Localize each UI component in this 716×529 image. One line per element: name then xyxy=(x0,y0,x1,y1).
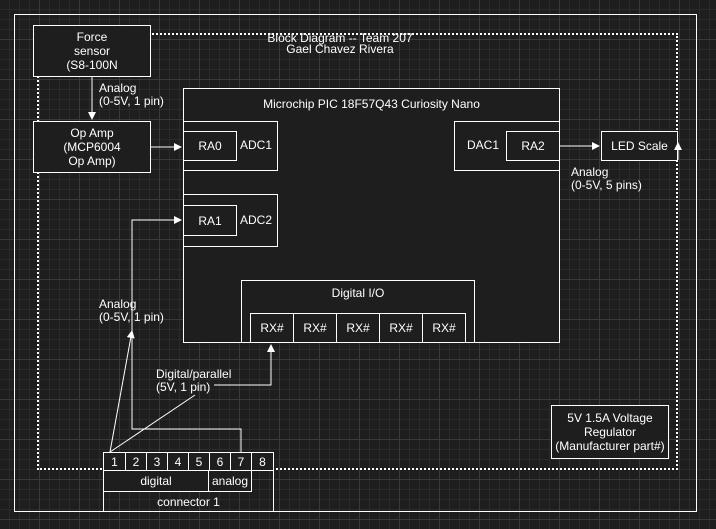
rx-pin-label: RX# xyxy=(389,321,413,335)
digital-io-label: Digital I/O xyxy=(331,286,385,300)
led-scale-label: LED Scale xyxy=(611,139,668,153)
force-sensor-block[interactable]: Force sensor (S8-100N xyxy=(33,25,151,77)
adc1-label: ADC1 xyxy=(240,138,273,152)
dac1-label: DAC1 xyxy=(467,138,500,152)
pin-number: 6 xyxy=(216,454,224,469)
pin-number: 2 xyxy=(132,454,140,469)
wire-connector-to-digital-label xyxy=(109,394,196,453)
led-analog-label: Analog (0-5V, 5 pins) xyxy=(571,165,642,192)
wire-connector-to-analog-label xyxy=(109,330,135,453)
diagram-frame xyxy=(14,14,697,512)
ra1-pin[interactable]: RA1 xyxy=(183,205,237,236)
connector-pin-8[interactable]: 8 xyxy=(251,452,274,471)
led-scale-block[interactable]: LED Scale xyxy=(601,131,678,161)
diagram-title: Block Diagram -- Team 207 Gael Chavez Ri… xyxy=(250,31,430,56)
system-boundary xyxy=(37,33,678,470)
voltage-regulator-block[interactable]: 5V 1.5A Voltage Regulator (Manufacturer … xyxy=(551,405,669,459)
wire-digital-to-rx xyxy=(214,344,275,386)
rx-pin-2[interactable]: RX# xyxy=(293,313,337,343)
force-sensor-label: Force sensor (S8-100N xyxy=(66,30,118,72)
connector-digital-group: digital xyxy=(103,470,209,492)
pin-number: 3 xyxy=(153,454,161,469)
connector-analog-group-label: analog xyxy=(211,474,249,488)
adc2-label: ADC2 xyxy=(240,213,273,227)
rx-pin-3[interactable]: RX# xyxy=(336,313,380,343)
connector-analog-label: Analog (0-5V, 1 pin) xyxy=(99,297,164,324)
pin-number: 7 xyxy=(237,454,245,469)
connector-name: connector 1 xyxy=(157,495,220,509)
ra0-label: RA0 xyxy=(198,139,222,153)
pin-number: 5 xyxy=(195,454,203,469)
rx-pin-label: RX# xyxy=(303,321,327,335)
rx-pin-1[interactable]: RX# xyxy=(250,313,294,343)
voltage-regulator-label: 5V 1.5A Voltage Regulator (Manufacturer … xyxy=(555,411,665,453)
title-line-1: Block Diagram -- Team 207 xyxy=(267,31,413,45)
ra2-pin[interactable]: RA2 xyxy=(506,131,560,161)
rx-pin-label: RX# xyxy=(432,321,456,335)
rx-pin-5[interactable]: RX# xyxy=(422,313,466,343)
sensor-analog-label: Analog (0-5V, 1 pin) xyxy=(99,81,164,108)
title-line-2: Gael Chavez Rivera xyxy=(286,42,394,56)
ra0-pin[interactable]: RA0 xyxy=(183,131,237,161)
ra2-label: RA2 xyxy=(521,139,545,153)
mcu-title: Microchip PIC 18F57Q43 Curiosity Nano xyxy=(263,97,480,111)
ra1-label: RA1 xyxy=(198,213,222,228)
pin-number: 8 xyxy=(259,454,266,469)
digital-parallel-label: Digital/parallel (5V, 1 pin) xyxy=(156,367,232,394)
connector-analog-group: analog xyxy=(208,470,252,492)
op-amp-block[interactable]: Op Amp (MCP6004 Op Amp) xyxy=(33,121,151,173)
connector-digital-label: digital xyxy=(140,474,172,488)
wire-connector-analog-to-ra1 xyxy=(131,216,242,452)
op-amp-label: Op Amp (MCP6004 Op Amp) xyxy=(63,126,121,168)
rx-pin-label: RX# xyxy=(346,321,370,335)
rx-pin-label: RX# xyxy=(260,321,284,335)
pin-number: 4 xyxy=(174,454,182,469)
pin-number: 1 xyxy=(111,454,118,469)
